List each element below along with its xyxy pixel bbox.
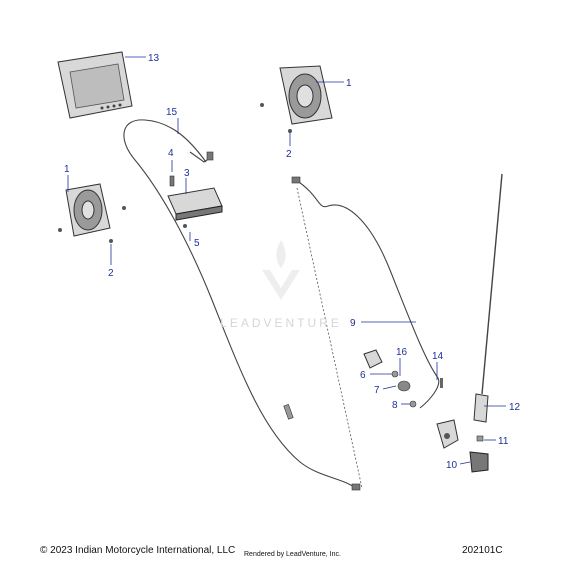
callout-6: 6 bbox=[360, 370, 366, 381]
callout-2-lower: 2 bbox=[108, 268, 114, 279]
callout-16: 16 bbox=[396, 347, 408, 358]
leadventure-logo-icon bbox=[262, 240, 300, 300]
speaker-lower-part bbox=[58, 183, 126, 243]
antenna-mast-part bbox=[473, 173, 503, 442]
callout-14: 14 bbox=[432, 351, 444, 362]
document-number: 202101C bbox=[462, 545, 503, 556]
callout-7: 7 bbox=[374, 385, 380, 396]
rendered-by-text: Rendered by LeadVenture, Inc. bbox=[244, 551, 341, 558]
callout-10: 10 bbox=[446, 460, 458, 471]
antenna-base-part bbox=[436, 419, 489, 473]
harness-15-cable bbox=[123, 119, 359, 491]
callout-5: 5 bbox=[194, 238, 200, 249]
callout-3: 3 bbox=[184, 168, 190, 179]
callout-9: 9 bbox=[350, 318, 356, 329]
callout-15: 15 bbox=[166, 107, 178, 118]
callout-1-upper: 1 bbox=[346, 78, 352, 89]
amplifier-part bbox=[167, 175, 223, 228]
callout-12: 12 bbox=[509, 402, 521, 413]
callout-1-lower: 1 bbox=[64, 164, 70, 175]
speaker-upper-part bbox=[260, 65, 333, 133]
callout-13: 13 bbox=[148, 53, 160, 64]
callout-11: 11 bbox=[498, 436, 509, 447]
callout-4: 4 bbox=[168, 148, 174, 159]
antenna-cable bbox=[295, 179, 440, 409]
small-hardware-parts bbox=[363, 349, 443, 408]
callout-2-upper: 2 bbox=[286, 149, 292, 160]
copyright-text: © 2023 Indian Motorcycle International, … bbox=[40, 545, 236, 556]
callout-8: 8 bbox=[392, 400, 398, 411]
display-unit-part bbox=[57, 51, 133, 119]
watermark-text: LEADVENTURE bbox=[220, 316, 342, 330]
